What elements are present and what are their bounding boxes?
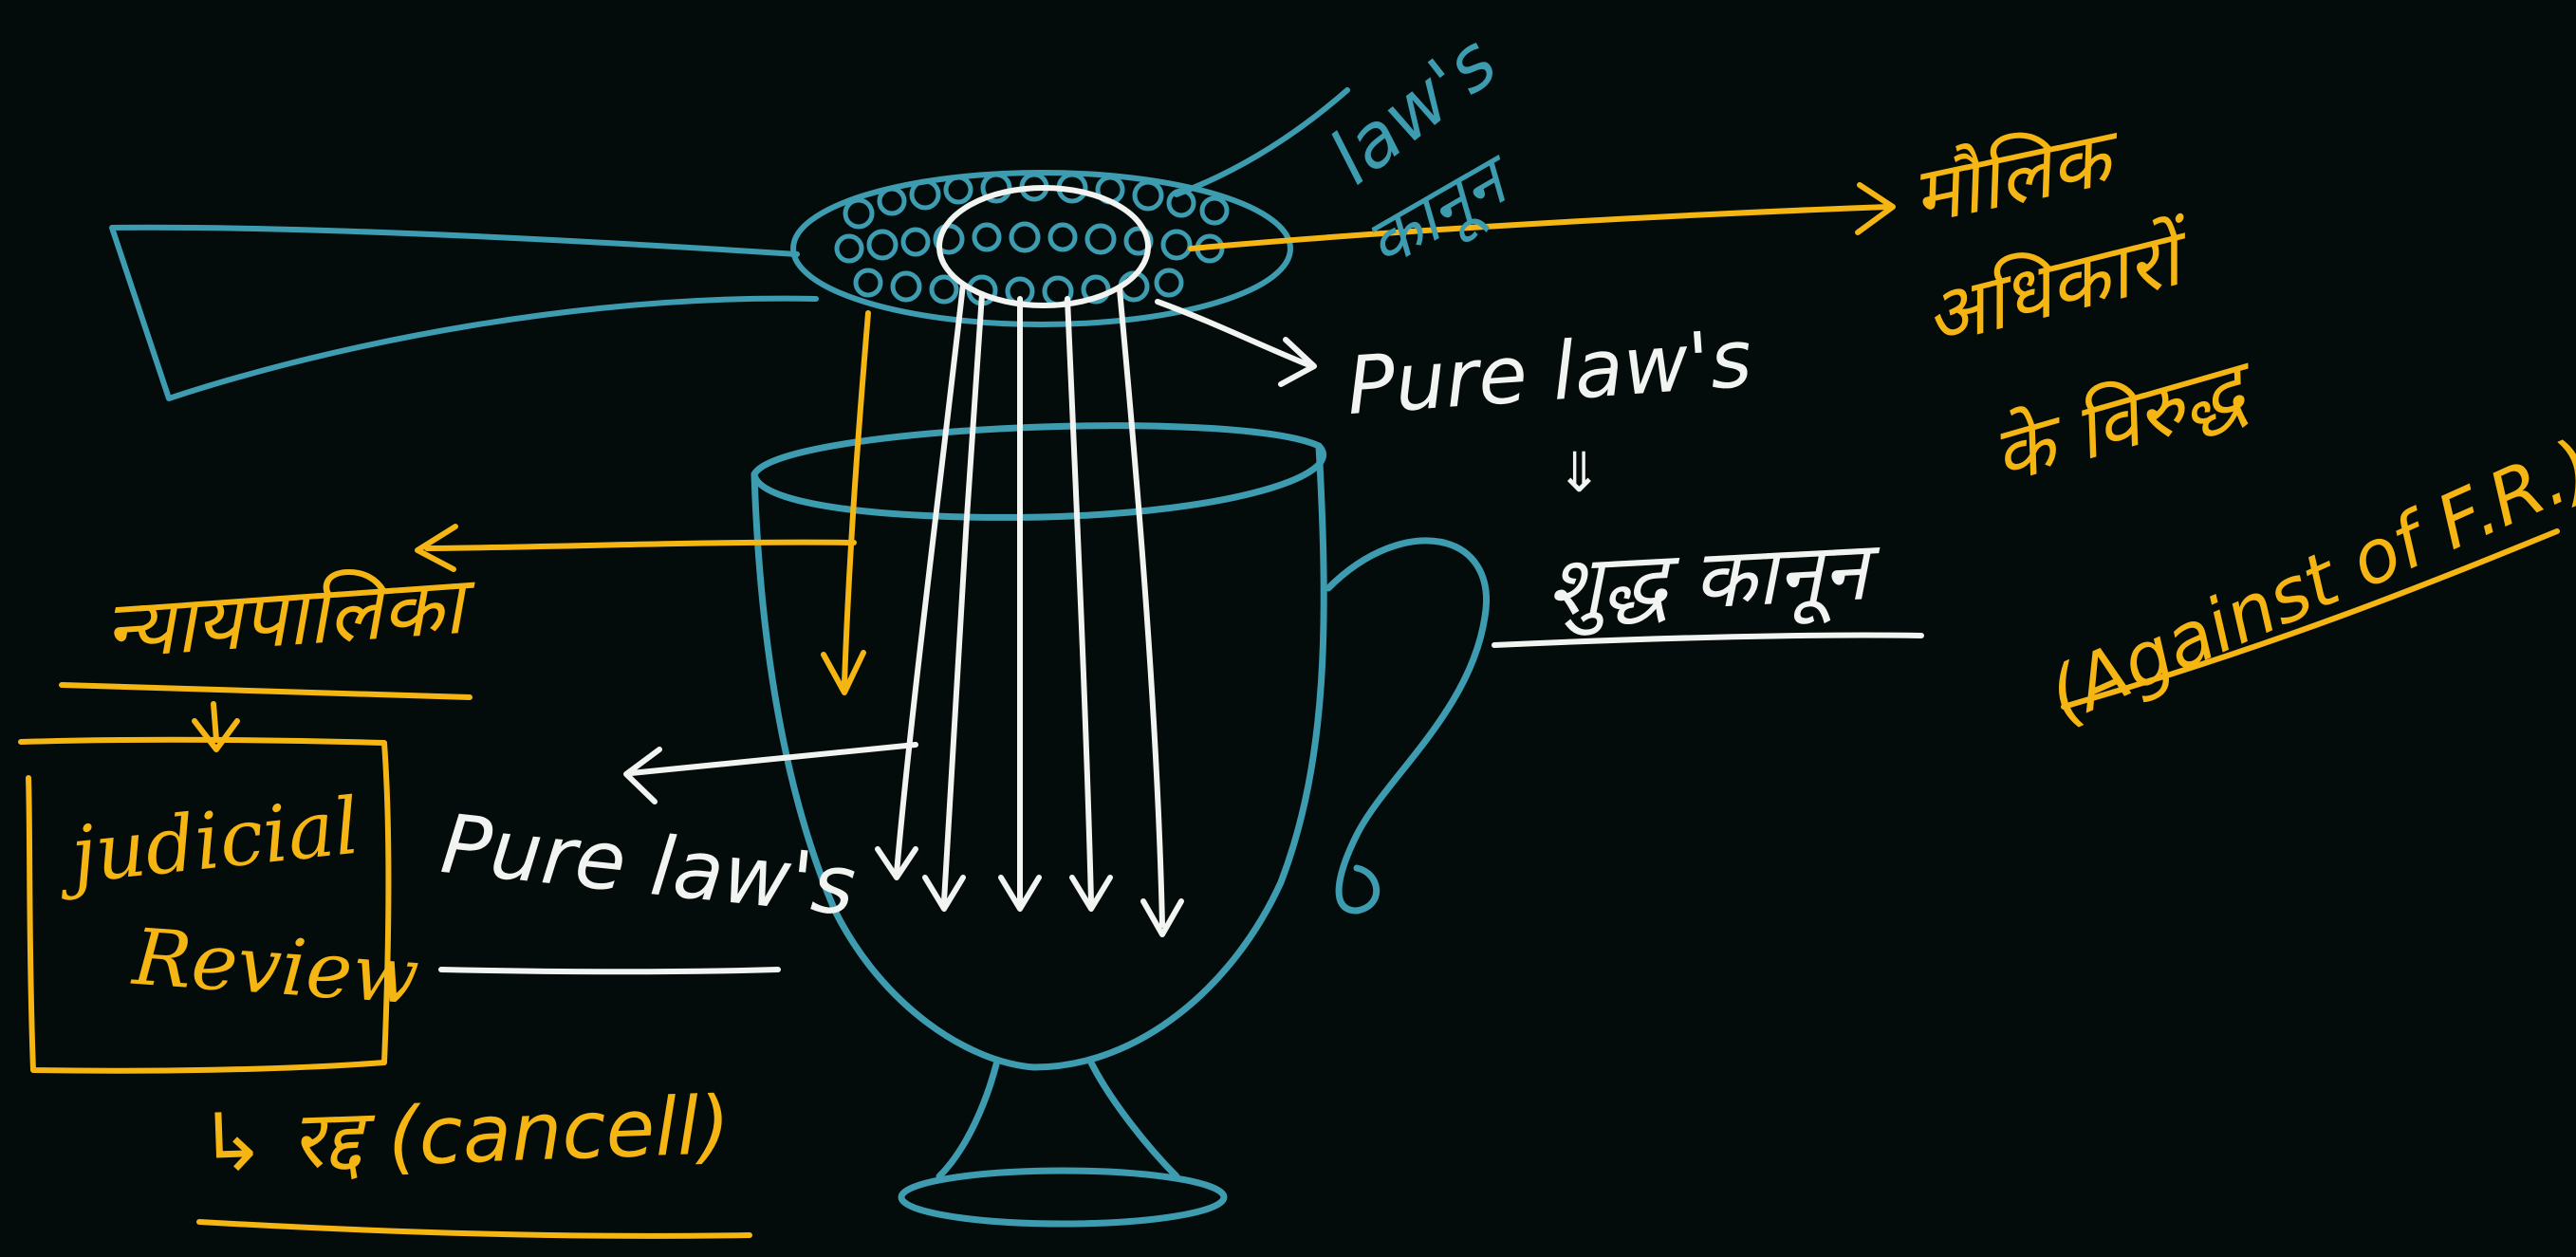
pure-laws-cup-label: Pure law's [437,797,860,934]
arrow-to-pure-laws-left [631,745,916,773]
arrow-to-fr [1191,207,1888,249]
cup-handle [1328,541,1487,911]
strainer-handle [112,228,816,398]
fr-line-3: के विरुद्ध [1983,341,2268,502]
cup-body [754,446,1324,1067]
judicial-line-1: judicial [53,782,363,903]
cup-stem [939,1063,1177,1176]
strainer-mesh [837,175,1227,305]
pure-laws-top-label: Pure law's [1344,312,1754,434]
fr-line-1: मौलिक [1904,110,2131,243]
arrow-to-pure-laws [1158,302,1309,365]
cup-rim [754,426,1324,518]
judiciary-label: न्यायपालिका [102,558,480,676]
flow-line-5 [1120,289,1162,925]
strainer [112,90,1347,398]
underline-judiciary [62,685,470,697]
judicial-line-2: Review [128,913,421,1023]
flow-line-4 [1067,299,1091,901]
pure-laws-down-arrow: ⇓ [1556,440,1603,505]
arrow-strainer-down [844,313,868,683]
cup-base [901,1171,1224,1224]
cup [754,426,1487,1224]
cancel-label: ↳ रद्द (cancell) [197,1079,732,1190]
arrow-to-judiciary [427,543,854,548]
shuddh-kanoon-label: शुद्ध कानून [1545,523,1884,638]
underline-shuddh [1494,635,1921,645]
against-fr-label: (Against of F.R.) [2036,423,2576,739]
underline-cancel [199,1222,750,1236]
underline-pure-left [441,970,778,971]
